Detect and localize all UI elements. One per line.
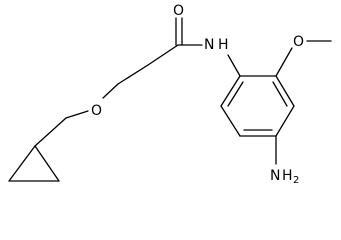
amide-nitrogen-label: N	[204, 37, 214, 53]
benzene-bond-5	[220, 105, 241, 137]
methoxy-oxygen-label: O	[293, 34, 304, 50]
benzene-inner-double-bond-a	[227, 81, 244, 107]
benzene-bond-3	[275, 105, 295, 137]
benzene-bond-6	[220, 75, 241, 107]
amino-hydrogen-label: H	[282, 168, 293, 184]
ether-oxygen-label: O	[91, 103, 102, 119]
cyclopropyl-methylene-bond	[34, 117, 67, 147]
ether-methylene-bond	[102, 83, 119, 99]
amino-nitrogen-label: N	[270, 168, 280, 184]
benzene-inner-double-bond-b	[272, 81, 288, 107]
benzene-bond-2	[275, 75, 295, 107]
propanoyl-chain-bond-b	[147, 44, 179, 66]
amide-hydrogen-label: H	[218, 37, 229, 53]
cyclopropane-bond-a	[8, 145, 36, 182]
amino-hydrogen-subscript: 2	[293, 175, 299, 186]
structure-canvas: O O N H O N	[8, 3, 332, 186]
ring-methoxy-bond	[275, 47, 293, 77]
cyclopropane-bond-b	[34, 145, 60, 182]
carbonyl-oxygen-label: O	[173, 3, 184, 19]
methylene-ether-bond	[65, 110, 89, 119]
propanoyl-chain-bond-a	[117, 64, 149, 85]
chemical-structure-diagram: O O N H O N	[8, 3, 332, 186]
nitrogen-ring-bond	[227, 54, 241, 77]
